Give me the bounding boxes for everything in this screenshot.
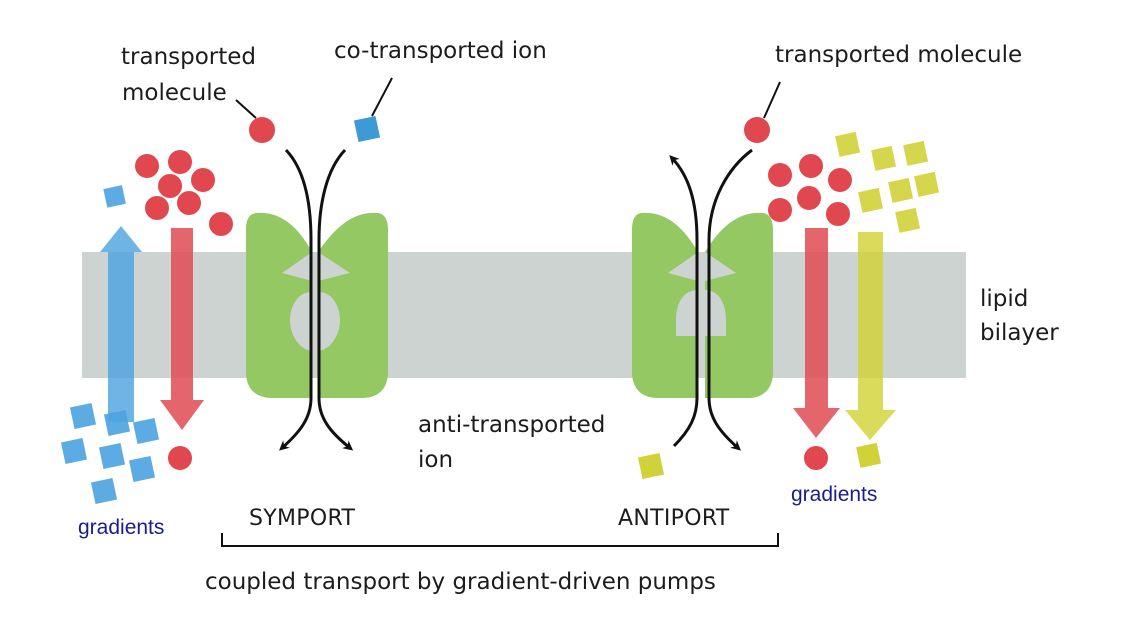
- caption: coupled transport by gradient-driven pum…: [205, 569, 716, 595]
- gradients-left-label: gradients: [78, 516, 164, 539]
- symport-label: SYMPORT: [249, 506, 355, 531]
- antiport-label: ANTIPORT: [618, 506, 730, 531]
- molecule-right-inside: [804, 446, 828, 470]
- antiport-molecule-pointer: [763, 81, 781, 119]
- antiport-anti-ion: [637, 452, 665, 480]
- anti-transported-ion-label-1: anti-transported: [418, 412, 605, 438]
- symport-molecule: [249, 117, 275, 143]
- coupled-transport-bracket: [221, 533, 779, 547]
- symport-protein: [246, 212, 388, 398]
- gradients-right-label: gradients: [791, 483, 877, 506]
- antiport-molecule: [744, 117, 770, 143]
- ion-cluster-right: [835, 131, 940, 233]
- molecule-left-inside: [168, 446, 192, 470]
- transported-molecule-right-label: transported molecule: [775, 42, 1022, 68]
- lipid-bilayer: [82, 252, 966, 378]
- lipid-label: lipid: [980, 286, 1028, 312]
- ion-cluster-left: [60, 185, 160, 505]
- ion-gradient-arrow-left: [100, 226, 142, 422]
- symport-ion-flow-arrow: [317, 148, 354, 451]
- ion-gradient-arrow-right: [845, 232, 896, 440]
- antiport-protein: [632, 212, 773, 398]
- antiport-protein-right-half: [705, 212, 773, 398]
- antiport-ion-flow-arrow: [669, 155, 699, 448]
- symport-protein-right-half: [318, 212, 388, 398]
- molecule-gradient-arrow-right: [793, 228, 840, 438]
- antiport-protein-left-half: [632, 212, 698, 398]
- symport-molecule-pointer: [235, 99, 257, 119]
- symport-protein-left-half: [246, 212, 312, 398]
- bilayer-label: bilayer: [980, 320, 1059, 346]
- molecule-cluster-right: [768, 154, 852, 226]
- co-ion-pointer: [371, 77, 393, 117]
- antiport-molecule-flow-arrow: [707, 148, 753, 451]
- anti-transported-ion-label-2: ion: [418, 447, 453, 473]
- transported-molecule-left-label-2: molecule: [122, 80, 227, 106]
- molecule-gradient-arrow-left: [160, 228, 204, 430]
- transported-molecule-left-label-1: transported: [121, 44, 256, 70]
- symport-co-ion: [353, 115, 381, 143]
- co-transported-ion-label: co-transported ion: [334, 38, 547, 64]
- molecule-cluster-left: [135, 150, 233, 236]
- symport-molecule-flow-arrow: [279, 148, 313, 451]
- ion-right-inside: [856, 442, 882, 468]
